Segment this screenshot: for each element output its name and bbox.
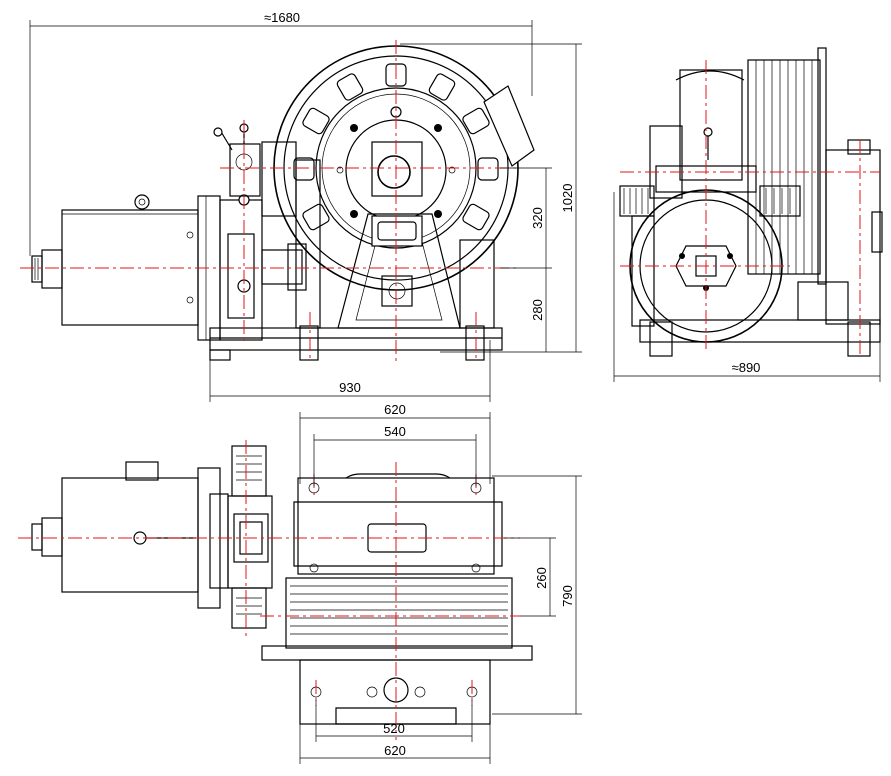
dim-bolt-spacing-top: 540 [384, 424, 406, 439]
dim-frame-width-top: 620 [384, 402, 406, 417]
dim-overall-length: ≈1680 [264, 10, 300, 25]
front-view [31, 45, 535, 361]
dim-frame-width-bottom: 620 [384, 743, 406, 758]
dimensions: ≈1680 1020 320 280 930 ≈890 620 540 [29, 10, 881, 764]
sheave-grooves [747, 59, 821, 275]
dim-base-length: 930 [339, 380, 361, 395]
dim-shaft-height: 280 [530, 299, 545, 321]
side-view [619, 47, 883, 357]
dim-bolt-spacing-bottom: 520 [383, 721, 405, 736]
top-view [31, 445, 533, 725]
sheave-top-grooves [285, 577, 513, 649]
housing-ribs [293, 63, 499, 231]
dim-base-depth: 790 [560, 585, 575, 607]
brake-springs [619, 185, 801, 217]
centerlines [18, 40, 880, 740]
dim-sheave-offset: 320 [530, 207, 545, 229]
dim-overall-height: 1020 [560, 184, 575, 213]
dim-side-width: ≈890 [732, 360, 761, 375]
dim-shaft-to-edge: 260 [534, 567, 549, 589]
